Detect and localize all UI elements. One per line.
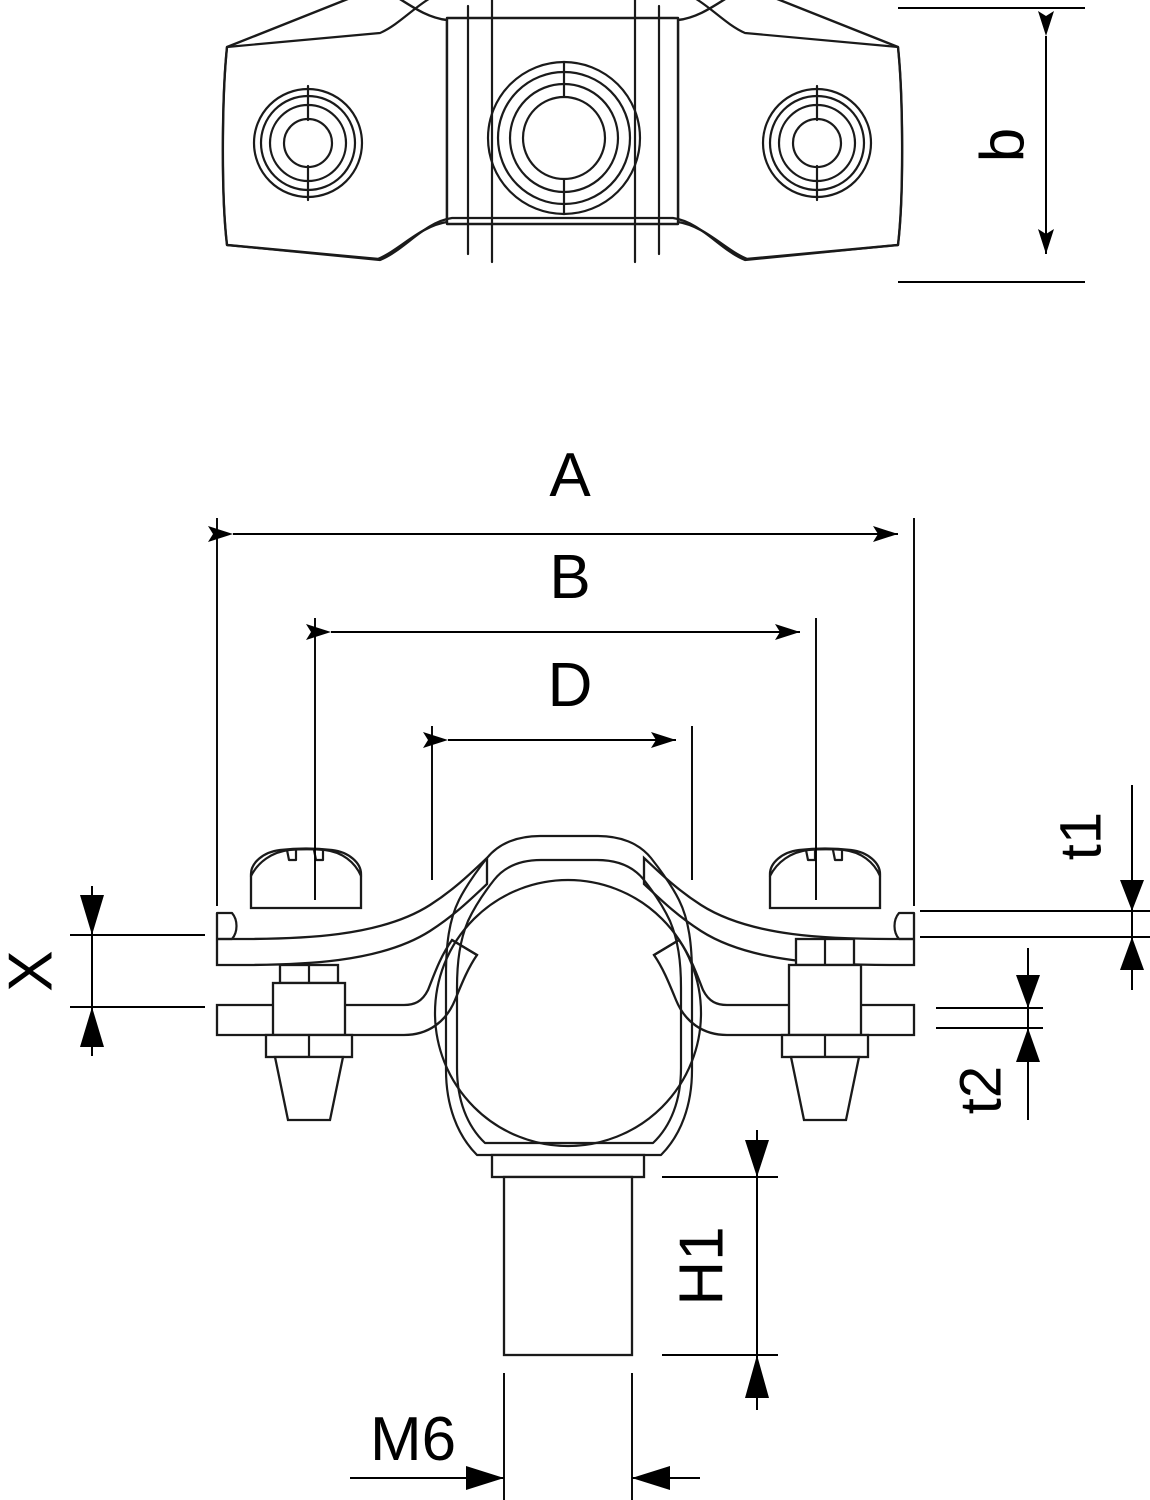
dimension-M6-label: M6: [370, 1405, 456, 1474]
clamp-band-inner: [455, 858, 683, 1145]
dimension-B: B: [306, 543, 817, 900]
screw-assembly-right: [768, 847, 882, 1122]
stud-body: [502, 1175, 634, 1357]
dimension-b-label: b: [968, 128, 1037, 162]
top-view-group: [221, 0, 904, 264]
clamp-band-outer: [444, 834, 694, 1157]
dimension-H1: H1: [662, 1130, 778, 1410]
screw-recess-right-2: [831, 848, 844, 862]
screw-head-crown-left: [249, 848, 363, 878]
top-view-hole-left: [252, 84, 364, 202]
top-view-hole-right: [761, 84, 873, 202]
screw-head-crown-right: [768, 848, 882, 878]
dimension-t1-label: t1: [1048, 812, 1113, 860]
screw-tip-left: [273, 1055, 345, 1122]
upper-strap-right-curl: [893, 911, 916, 941]
dimension-b: b: [898, 7, 1085, 283]
dimension-M6: M6: [350, 1373, 700, 1500]
band-junction-left: [450, 938, 479, 957]
stud-flange: [490, 1153, 646, 1179]
upper-strap: [215, 855, 489, 967]
dimension-A-label: A: [549, 441, 591, 510]
top-view-hole-center: [486, 60, 642, 216]
screw-recess-left: [285, 848, 298, 862]
dimension-X-label: X: [0, 950, 65, 991]
dimension-B-label: B: [549, 543, 590, 612]
screw-shank-right: [787, 963, 863, 1037]
dimension-A: A: [208, 441, 915, 906]
front-view-group: [215, 834, 916, 1357]
screw-shank-left: [271, 981, 347, 1037]
dimension-H1-label: H1: [667, 1226, 736, 1305]
dimension-t2-label: t2: [948, 1066, 1013, 1114]
dimension-X: X: [0, 886, 205, 1056]
dimension-t2: t2: [936, 948, 1043, 1120]
screw-recess-right: [804, 848, 817, 862]
top-view-silhouette: [221, 0, 904, 262]
dimension-D-label: D: [548, 651, 593, 720]
dimension-D: D: [423, 651, 693, 880]
screw-tip-right: [789, 1055, 861, 1122]
screw-assembly-left: [249, 847, 363, 1122]
dimension-t1: t1: [920, 785, 1150, 990]
top-view-center-block: [445, 16, 680, 226]
band-junction-right: [652, 938, 681, 957]
pipe-bore-circle: [433, 878, 703, 1148]
upper-strap-left-curl: [215, 911, 238, 941]
